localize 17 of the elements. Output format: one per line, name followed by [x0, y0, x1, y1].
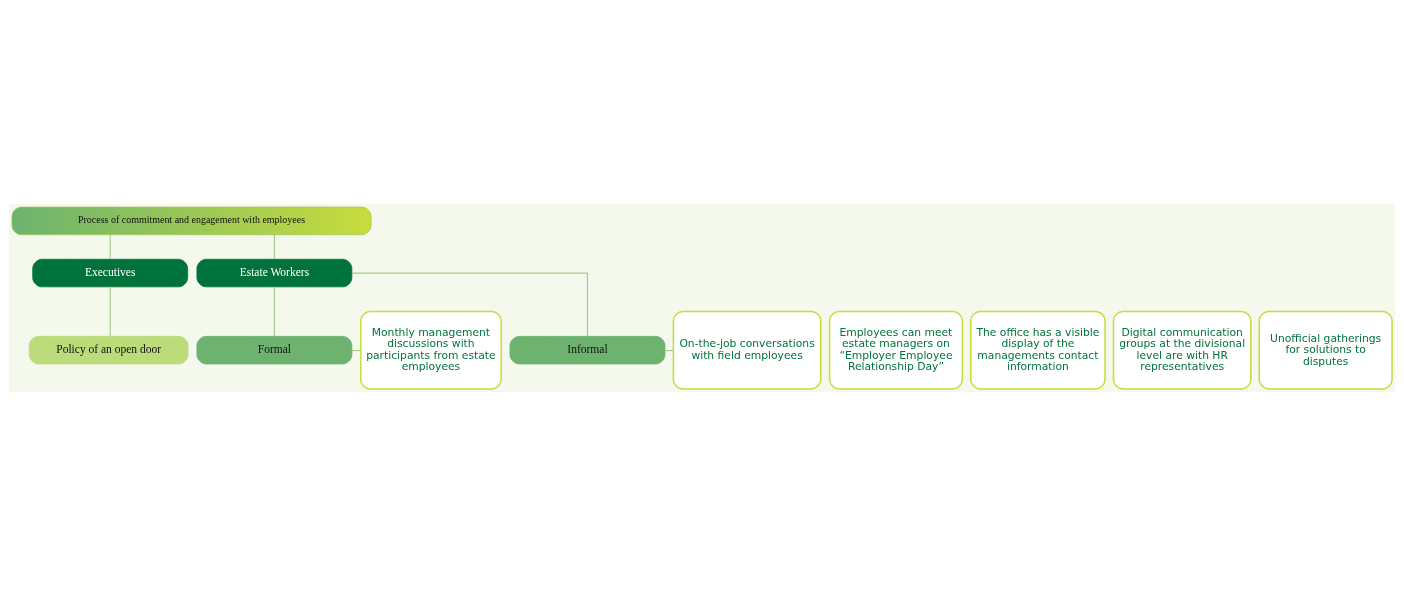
node-box: Process of commitment and engagement with employees [11, 206, 372, 235]
node-box: Executives [32, 258, 189, 287]
node-box: Unofficial gatherings for solutions to disputes [1258, 310, 1393, 390]
node-box: Policy of an open door [28, 335, 189, 364]
connector [109, 286, 111, 337]
node-box: Informal [509, 335, 666, 364]
node-box: Digital communication groups at the divisional level are with HR representatives [1112, 310, 1252, 390]
node-box: On-the-job conversations with field employees [672, 310, 822, 390]
connector [273, 233, 275, 260]
connector [273, 286, 275, 337]
node-box: Monthly management discussions with participants from estate employees [359, 310, 502, 390]
node-box: Employees can meet estate managers on “Employer Employee Relationship Day” [828, 310, 964, 390]
node-box: Formal [196, 335, 353, 364]
connector [351, 272, 589, 337]
connector [109, 233, 111, 260]
node-box: The office has a visible display of the managements contact information [970, 310, 1106, 390]
node-box: Estate Workers [196, 258, 353, 287]
